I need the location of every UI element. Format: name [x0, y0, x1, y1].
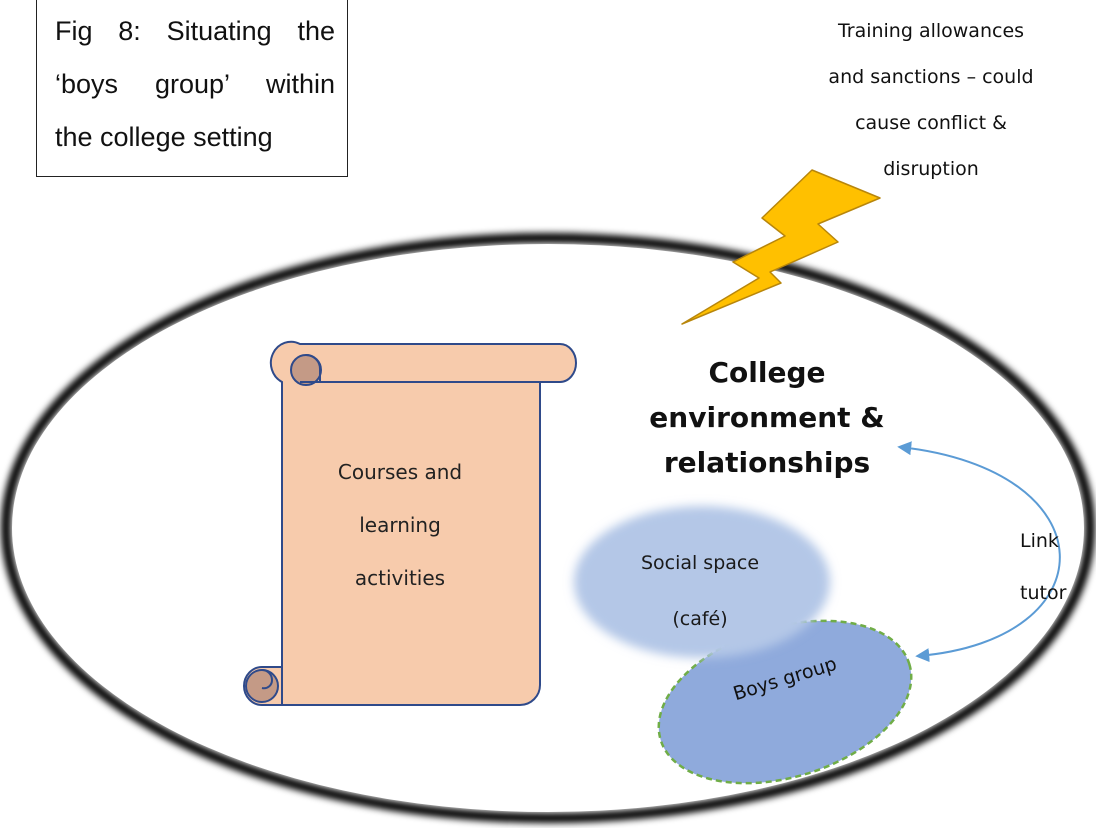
social-space-ellipse [574, 506, 830, 658]
courses-label: Courses and learning activities [300, 446, 500, 605]
scroll-icon [243, 340, 577, 706]
title-line-1: College [708, 356, 826, 389]
courses-line-2: learning [359, 513, 441, 537]
note-line-1: Training allowances [837, 20, 1025, 42]
link-line-1: Link [1020, 530, 1059, 552]
link-tutor-label: Link tutor [1020, 515, 1096, 619]
title-line-2: environment & [649, 401, 885, 434]
courses-line-3: activities [354, 566, 446, 590]
college-boundary-ellipse [1, 233, 1095, 823]
caption-line-3: the college setting [55, 122, 273, 152]
double-arrow-icon [897, 441, 1061, 663]
lightning-icon [681, 169, 881, 325]
note-line-3: cause conflict & [855, 112, 1007, 134]
link-line-2: tutor [1020, 582, 1067, 604]
social-line-2: (café) [672, 608, 728, 630]
note-line-2: and sanctions – could [828, 66, 1034, 88]
note-line-4: disruption [883, 158, 979, 180]
training-allowances-note: Training allowances and sanctions – coul… [786, 8, 1076, 192]
social-space-label: Social space (café) [600, 535, 800, 647]
title-line-3: relationships [663, 446, 871, 479]
caption-line-2: ‘boys group’ within [55, 69, 335, 99]
figure-caption-box: Fig 8: Situating the ‘boys group’ within… [36, 0, 348, 177]
caption-line-1: Fig 8: Situating the [55, 16, 335, 46]
social-line-1: Social space [640, 552, 760, 574]
environment-title: College environment & relationships [632, 350, 902, 485]
courses-line-1: Courses and [337, 460, 463, 484]
